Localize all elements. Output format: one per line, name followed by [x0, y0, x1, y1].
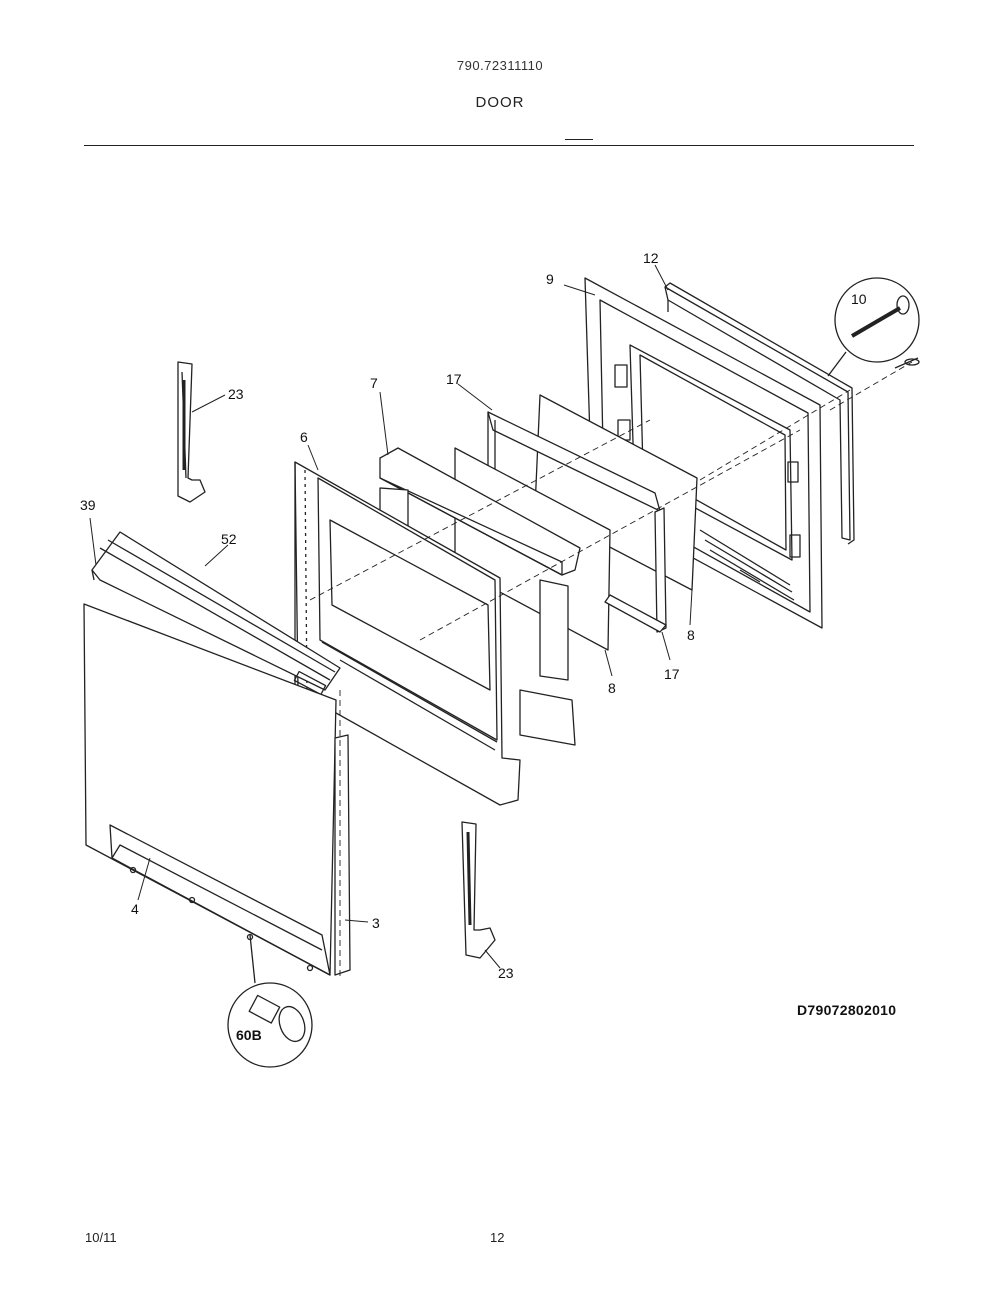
callout-7: 7 [370, 375, 378, 391]
glass-pack-front [604, 507, 667, 633]
callout-17-front: 17 [664, 666, 680, 682]
callout-23-bottom: 23 [498, 965, 514, 981]
page-title: DOOR [475, 94, 525, 111]
callout-8-rear: 8 [687, 627, 695, 643]
outer-door-panel [83, 603, 337, 976]
door-screws [129, 866, 314, 972]
alignment-lines [309, 361, 913, 980]
header-divider [84, 145, 914, 146]
door-trim [334, 734, 351, 976]
callout-10: 10 [851, 291, 867, 307]
callout-17-rear: 17 [446, 371, 462, 387]
callout-60B: 60B [236, 1027, 262, 1043]
callout-52: 52 [221, 531, 237, 547]
hinge-bottom [461, 821, 496, 959]
callout-6: 6 [300, 429, 308, 445]
callout-39: 39 [80, 497, 96, 513]
handle-assembly [91, 531, 341, 696]
footer-date: 10/11 [85, 1230, 117, 1245]
callout-23-top: 23 [228, 386, 244, 402]
gasket [664, 282, 855, 545]
page-number: 12 [490, 1230, 505, 1245]
screw-pin-detail [827, 277, 920, 377]
callout-4: 4 [131, 901, 139, 917]
screw-detail [227, 934, 313, 1068]
title-underline [565, 139, 593, 140]
callout-8-front: 8 [608, 680, 616, 696]
diagram-id: D79072802010 [797, 1002, 897, 1018]
hinge-top [177, 361, 206, 503]
leader-lines [89, 264, 693, 969]
model-number: 790.72311110 [456, 58, 544, 73]
callout-12: 12 [643, 250, 659, 266]
inner-door-liner [584, 277, 823, 629]
callout-9: 9 [546, 271, 554, 287]
callout-3: 3 [372, 915, 380, 931]
